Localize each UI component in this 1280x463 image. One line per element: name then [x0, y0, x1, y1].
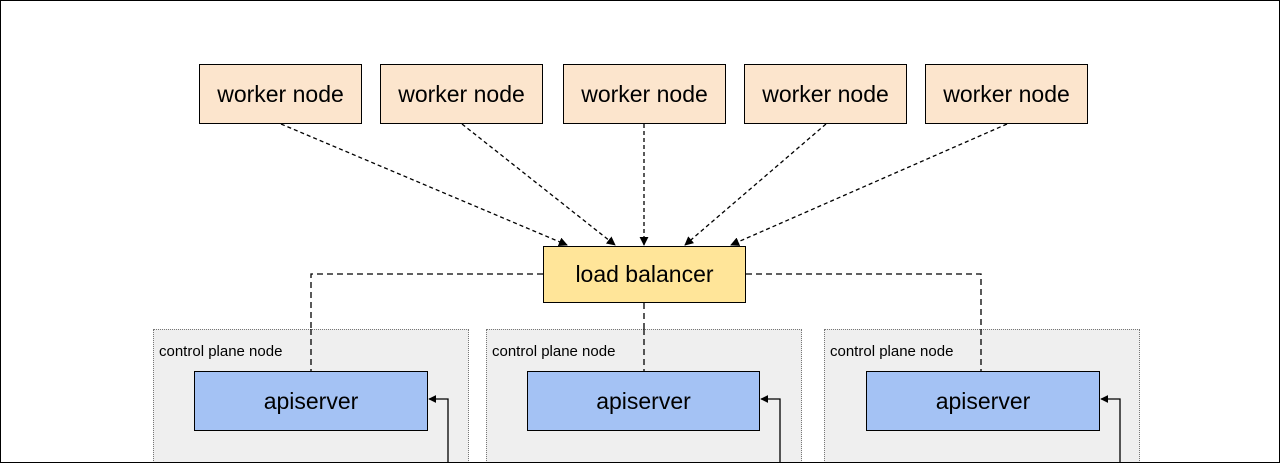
return-arrow-apiserver-2	[760, 395, 781, 462]
return-arrow-apiserver-1	[428, 395, 449, 462]
worker-node-1: worker node	[199, 64, 362, 124]
arrow-worker-2-to-lb	[461, 123, 616, 246]
worker-node-3: worker node	[563, 64, 726, 124]
worker-node-4: worker node	[744, 64, 907, 124]
control-plane-node-label: control plane node	[159, 343, 283, 360]
worker-node-5: worker node	[925, 64, 1088, 124]
worker-node-2: worker node	[380, 64, 543, 124]
apiserver-3: apiserver	[866, 371, 1100, 431]
link-lb-to-apiserver-3	[746, 273, 982, 371]
arrow-worker-5-to-lb	[730, 123, 1008, 246]
control-plane-node-label: control plane node	[492, 343, 616, 360]
apiserver-2: apiserver	[527, 371, 760, 431]
control-plane-node-label: control plane node	[830, 343, 954, 360]
load-balancer: load balancer	[543, 246, 746, 303]
return-arrow-apiserver-3	[1100, 395, 1121, 462]
arrow-worker-1-to-lb	[280, 123, 568, 246]
apiserver-1: apiserver	[194, 371, 428, 431]
link-lb-to-apiserver-1	[310, 273, 543, 371]
arrow-worker-4-to-lb	[684, 123, 827, 246]
